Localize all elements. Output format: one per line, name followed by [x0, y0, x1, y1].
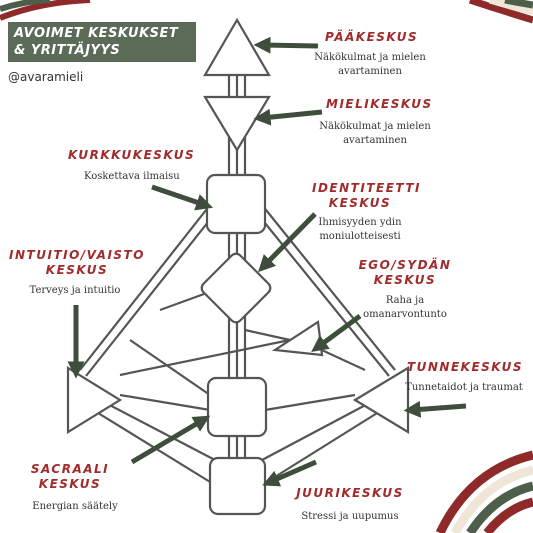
centers	[66, 17, 410, 516]
arrow-mind-center	[253, 108, 323, 126]
throat-center-desc: Koskettava ilmaisu	[84, 171, 180, 182]
throat-center-shape	[205, 173, 267, 235]
arrow-sacral-center	[130, 415, 211, 465]
arrow-root-center	[262, 459, 317, 487]
mind-center-title: MIELIKESKUS	[326, 97, 433, 111]
arrow-solar-center	[403, 400, 467, 418]
decorative-stripes-top	[468, 0, 533, 24]
spleen-center-shape	[66, 366, 123, 434]
solar-plexus-center-shape	[352, 366, 410, 434]
arrow-head-center	[253, 36, 319, 54]
arrow-identity-center	[258, 212, 317, 273]
root-center-shape	[208, 456, 267, 516]
decorative-stripes-bottom	[435, 450, 533, 533]
solar-center-desc: Tunnetaidot ja traumat	[405, 382, 523, 393]
sacral-center-desc: Energian säätely	[32, 501, 118, 512]
head-center-shape	[203, 17, 271, 77]
root-center-title: JUURIKESKUS	[296, 486, 404, 500]
solar-center-title: TUNNEKESKUS	[406, 360, 524, 374]
root-center-desc: Stressi ja uupumus	[301, 511, 399, 522]
decorative-stripes-top-left	[0, 0, 91, 21]
arrow-throat-center	[151, 184, 214, 211]
title-banner: AVOIMET KESKUKSET & YRITTÄJYYS	[8, 22, 196, 62]
arrows	[67, 36, 467, 487]
throat-center-title: KURKKUKESKUS	[68, 148, 196, 162]
spleen-center-desc: Terveys ja intuitio	[29, 285, 121, 296]
author-handle: @avaramieli	[8, 70, 84, 84]
head-center-title: PÄÄKESKUS	[325, 30, 419, 44]
mind-center-shape	[203, 95, 271, 153]
sacral-center-shape	[206, 376, 268, 438]
arrow-ego-center	[311, 313, 362, 353]
identity-center-shape	[200, 252, 272, 324]
